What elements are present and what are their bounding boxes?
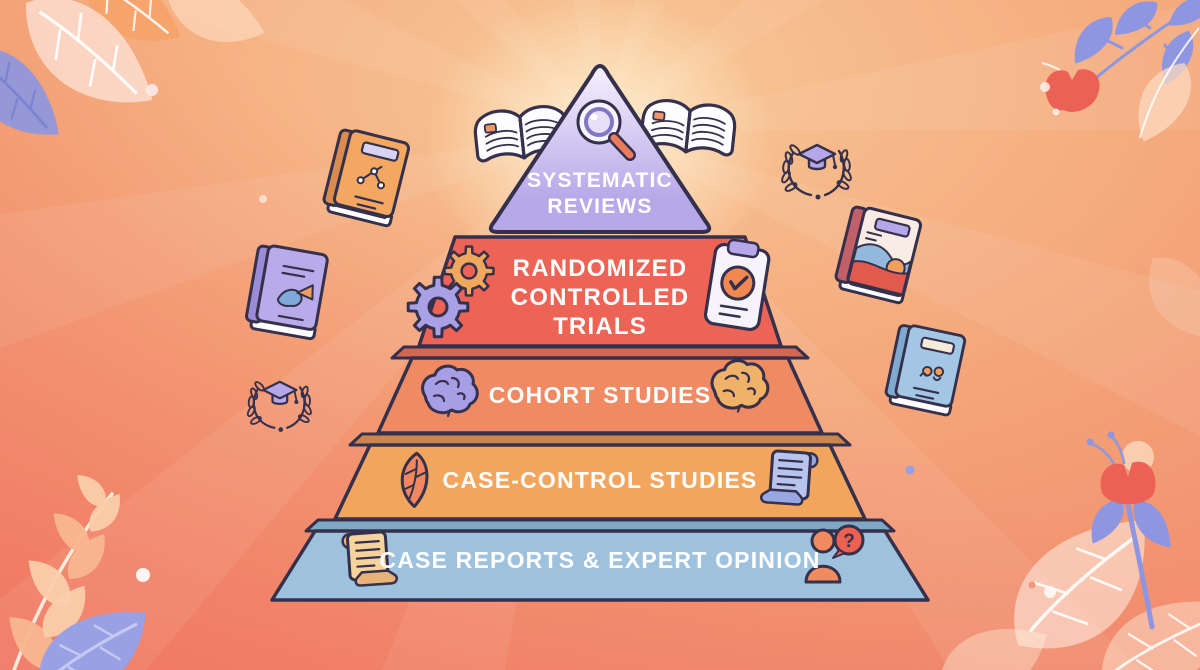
leaf-icon xyxy=(400,451,429,508)
corner-branch-bottom-left xyxy=(0,467,167,670)
book-waves-icon xyxy=(834,205,923,305)
scroll-icon xyxy=(759,449,819,506)
floating-dots xyxy=(136,82,1060,598)
tier-randomized-controlled-trials xyxy=(417,235,783,348)
clipboard-check-icon xyxy=(703,238,771,332)
book-blue-icon xyxy=(884,324,967,417)
label-systematic-reviews-line2: REVIEWS xyxy=(547,195,652,218)
scroll-icon xyxy=(341,530,399,587)
tier-case-reports-expert-opinion xyxy=(270,529,930,602)
person-question-icon: ? xyxy=(804,524,865,584)
label-rct-line3: TRIALS xyxy=(553,313,647,340)
tier-systematic-reviews xyxy=(488,64,712,234)
book-chart-icon xyxy=(322,128,411,228)
magnifying-glass-icon xyxy=(576,99,636,161)
corner-flower-top-right xyxy=(1041,0,1200,151)
evidence-pyramid: ? SYSTEMATIC REVIEWS RANDOMIZED CONTROLL… xyxy=(270,64,930,602)
label-case-control-studies: CASE-CONTROL STUDIES xyxy=(443,467,758,493)
question-mark: ? xyxy=(843,531,855,552)
tier-case-control-studies xyxy=(333,443,867,521)
label-case-reports-expert-opinion: CASE REPORTS & EXPERT OPINION xyxy=(379,547,820,573)
book-art-icon xyxy=(245,244,329,341)
label-rct-line2: CONTROLLED xyxy=(511,284,690,311)
tier-cohort-studies xyxy=(376,356,824,435)
label-cohort-studies: COHORT STUDIES xyxy=(489,382,712,408)
corner-flower-bottom-right xyxy=(927,242,1200,670)
label-systematic-reviews-line1: SYSTEMATIC xyxy=(527,169,673,192)
label-rct-line1: RANDOMIZED xyxy=(513,255,688,282)
